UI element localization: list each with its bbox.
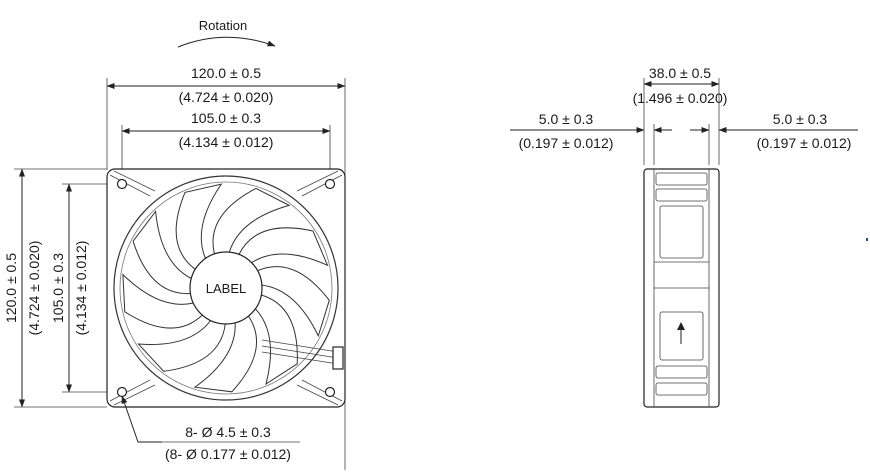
overall-width-mm: 120.0 ± 0.5 [191,65,261,81]
side-rib [655,172,708,186]
hole-callout-in: (8- Ø 0.177 ± 0.012) [165,446,291,462]
fan-blade [193,315,257,393]
front-view: Rotation 120.0 ± 0.5 (4.724 ± 0.020) 105… [3,18,346,470]
hole-pitch-height-mm: 105.0 ± 0.3 [50,253,66,323]
overall-width-in: (4.724 ± 0.020) [179,89,274,105]
hole-callout-leader [121,395,162,443]
wire-connector [332,346,344,370]
fan-shroud-inner [119,181,333,395]
hole-callout-mm: 8- Ø 4.5 ± 0.3 [185,424,271,440]
rotation-label: Rotation [199,18,247,33]
side-window [659,311,704,361]
rotation-arrow [177,36,276,48]
right-flange-in: (0.197 ± 0.012) [757,135,852,151]
fan-blade [137,319,226,372]
stray-mark [866,238,868,241]
fan-blade [212,187,291,255]
mounting-hole [116,178,128,190]
left-flange-mm: 5.0 ± 0.3 [539,111,594,127]
hole-pitch-in: (4.134 ± 0.012) [179,134,274,150]
depth-in: (1.496 ± 0.020) [633,90,728,106]
overall-height-in: (4.724 ± 0.020) [26,241,42,336]
mounting-hole [324,178,336,190]
frame-strut [109,379,156,406]
frame-strut [296,170,343,197]
fan-shroud [113,175,339,401]
fan-blades [122,183,330,393]
fan-blade [256,266,330,338]
fan-hub [189,251,263,325]
left-flange-in: (0.197 ± 0.012) [519,135,614,151]
fan-blade [132,210,192,295]
right-flange-mm: 5.0 ± 0.3 [773,111,828,127]
fan-blade [175,183,223,270]
hub-label: LABEL [206,281,246,296]
depth-mm: 38.0 ± 0.5 [649,65,711,81]
side-window [659,205,704,259]
mounting-hole [324,386,336,398]
side-rib [655,188,708,202]
side-view: 38.0 ± 0.5 (1.496 ± 0.020) 5.0 ± 0.3 (0.… [510,65,868,408]
fan-blade [238,227,329,267]
hole-pitch-height-in: (4.134 ± 0.012) [73,241,89,336]
frame-strut [296,379,343,406]
hole-pitch-mm: 105.0 ± 0.3 [191,110,261,126]
fan-blade [122,273,203,329]
frame-strut [109,170,156,197]
fan-blade [254,294,298,386]
side-rib [655,365,708,379]
fan-lead-wire [261,339,339,365]
overall-height-mm: 120.0 ± 0.5 [3,253,19,323]
airflow-arrowhead-icon [677,322,685,330]
mounting-hole [116,386,128,398]
side-rib [655,382,708,396]
